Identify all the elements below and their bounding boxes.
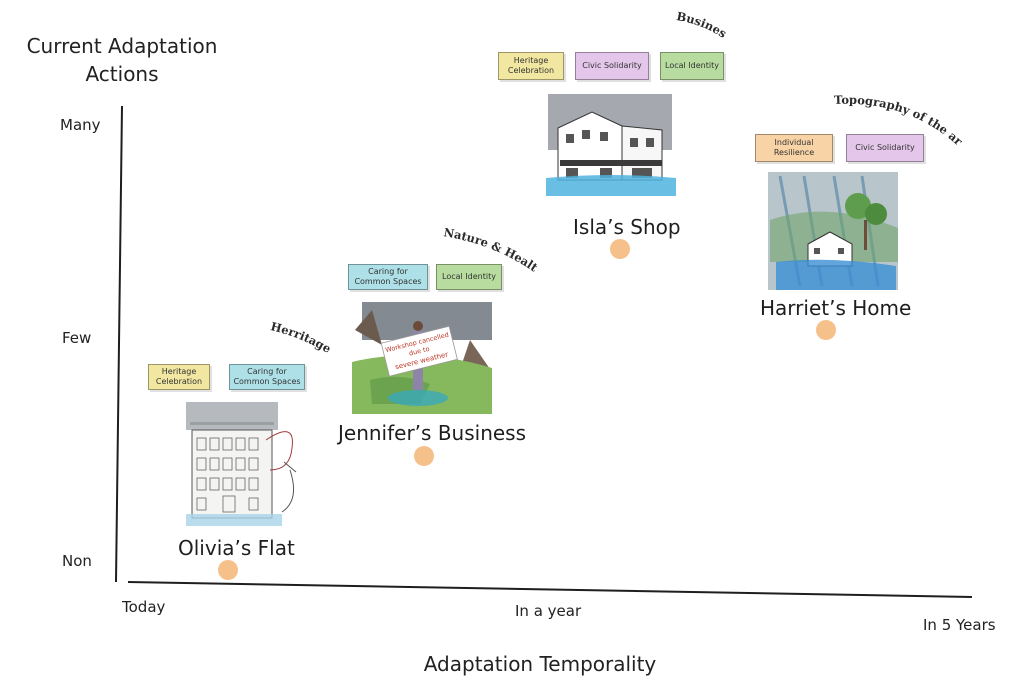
point-harriets-home bbox=[816, 320, 836, 340]
theme-label-business: Business bbox=[0, 0, 729, 41]
place-label-jennifers-business: Jennifer’s Business bbox=[338, 421, 527, 445]
y-tick-non: Non bbox=[62, 552, 92, 570]
x-tick-in-5-years: In 5 Years bbox=[923, 616, 996, 634]
tag-caring-for-common-spaces: Caring for Common Spaces bbox=[229, 364, 305, 390]
shop-icon bbox=[546, 94, 676, 196]
tag-civic-solidarity: Civic Solidarity bbox=[575, 52, 649, 80]
y-axis-title: Current Adaptation Actions bbox=[22, 32, 222, 88]
tag-caring-for-common-spaces: Caring for Common Spaces bbox=[348, 264, 428, 290]
point-jennifers-business bbox=[414, 446, 434, 466]
x-tick-in-a-year: In a year bbox=[515, 602, 582, 620]
tag-individual-resilience: Individual Resilience bbox=[755, 134, 833, 162]
tag-civic-solidarity: Civic Solidarity bbox=[846, 134, 924, 162]
place-label-olivias-flat: Olivia’s Flat bbox=[178, 536, 295, 560]
theme-label-nature-health: Nature & Health bbox=[0, 0, 541, 275]
tag-heritage-celebration: Heritage Celebration bbox=[148, 364, 210, 390]
y-tick-few: Few bbox=[62, 329, 92, 347]
point-olivias-flat bbox=[218, 560, 238, 580]
theme-label-topography: Topography of the area bbox=[0, 0, 966, 149]
tag-local-identity: Local Identity bbox=[436, 264, 502, 290]
theme-label-herritage: Herritage bbox=[269, 319, 333, 356]
place-label-islas-shop: Isla’s Shop bbox=[573, 215, 681, 239]
person-with-sign-icon: Workshop cancelled due to severe weather bbox=[352, 302, 492, 414]
y-axis-line bbox=[115, 105, 123, 583]
x-axis-title: Adaptation Temporality bbox=[423, 652, 657, 676]
y-tick-many: Many bbox=[60, 116, 101, 134]
x-axis-line bbox=[127, 581, 973, 598]
tag-local-identity: Local Identity bbox=[660, 52, 724, 80]
building-icon bbox=[186, 402, 297, 526]
tag-heritage-celebration: Heritage Celebration bbox=[498, 52, 564, 80]
x-tick-today: Today bbox=[122, 598, 166, 616]
point-islas-shop bbox=[610, 239, 630, 259]
place-label-harriets-home: Harriet’s Home bbox=[760, 296, 912, 320]
y-axis-title-line1: Current Adaptation bbox=[26, 34, 218, 58]
house-in-rain-icon bbox=[768, 172, 898, 290]
y-axis-title-line2: Actions bbox=[85, 62, 159, 86]
